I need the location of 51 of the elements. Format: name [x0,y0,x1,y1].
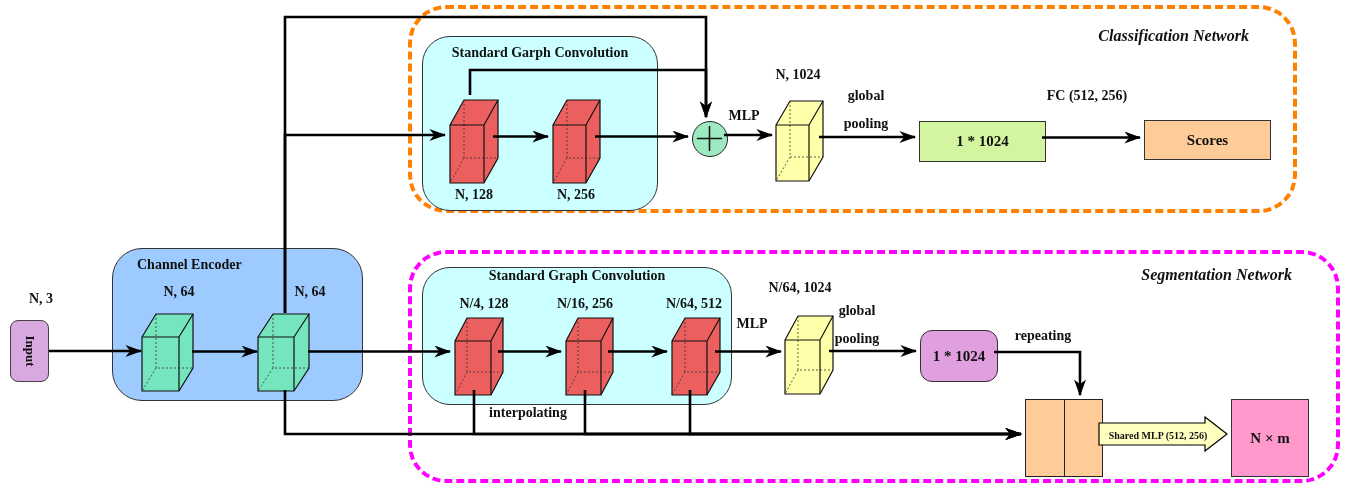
arrow [493,130,550,143]
arrow [724,129,774,141]
input-label: Input [21,335,38,367]
cube-label: N, 64 [294,284,326,300]
process-box: Scores [1144,120,1271,160]
arrow [829,345,918,357]
edge-label: global pooling [842,87,890,133]
cube-label: N/4, 128 [459,296,509,312]
edge-label: global pooling [833,302,881,348]
sum-circle [692,121,728,157]
edge-label: interpolating [489,405,567,421]
cube-label: N, 1024 [775,67,821,83]
edge-label: FC (512, 256) [1046,88,1128,104]
edge-label: repeating [1014,328,1072,344]
rounded-panel [422,36,658,211]
cube-label: N, 64 [163,284,195,300]
cube-label: N/64, 512 [666,296,722,312]
dashed-region [408,250,1340,483]
cube-label: N/16, 256 [557,296,613,312]
arrow [308,345,452,358]
arrow [819,131,917,143]
region-title: Classification Network [1098,27,1249,45]
arrow [192,345,259,358]
concat-box [1025,399,1103,477]
arrow [49,345,143,357]
panel-title: Standard Graph Convolution [487,268,667,284]
edge-label: MLP [736,316,768,332]
arrow [994,350,1086,397]
arrow [608,345,669,358]
region-title: Segmentation Network [1141,266,1292,284]
arrow [498,345,563,358]
rounded-panel [422,267,732,405]
edge-label: MLP [728,108,760,124]
cube-label: N, 256 [556,187,596,203]
process-box: N × m [1231,399,1309,477]
block-arrow [1098,415,1228,453]
cube-label: N/64, 1024 [768,280,832,296]
cube-label: N, 128 [454,187,494,203]
process-box: 1 * 1024 [919,121,1046,162]
arrow [715,345,783,358]
panel-title: Standard Garph Convolution [450,45,630,61]
process-box: 1 * 1024 [920,330,998,382]
beside-label: N, 3 [28,291,54,307]
arrow [688,390,1023,440]
dashed-region [408,5,1297,213]
arrow [1042,131,1142,144]
edge-label: Shared MLP (512, 256) [1108,429,1208,441]
arrow [468,68,712,119]
arrow [595,130,690,143]
rounded-panel [112,248,363,401]
panel-title: Channel Encoder [137,257,242,273]
